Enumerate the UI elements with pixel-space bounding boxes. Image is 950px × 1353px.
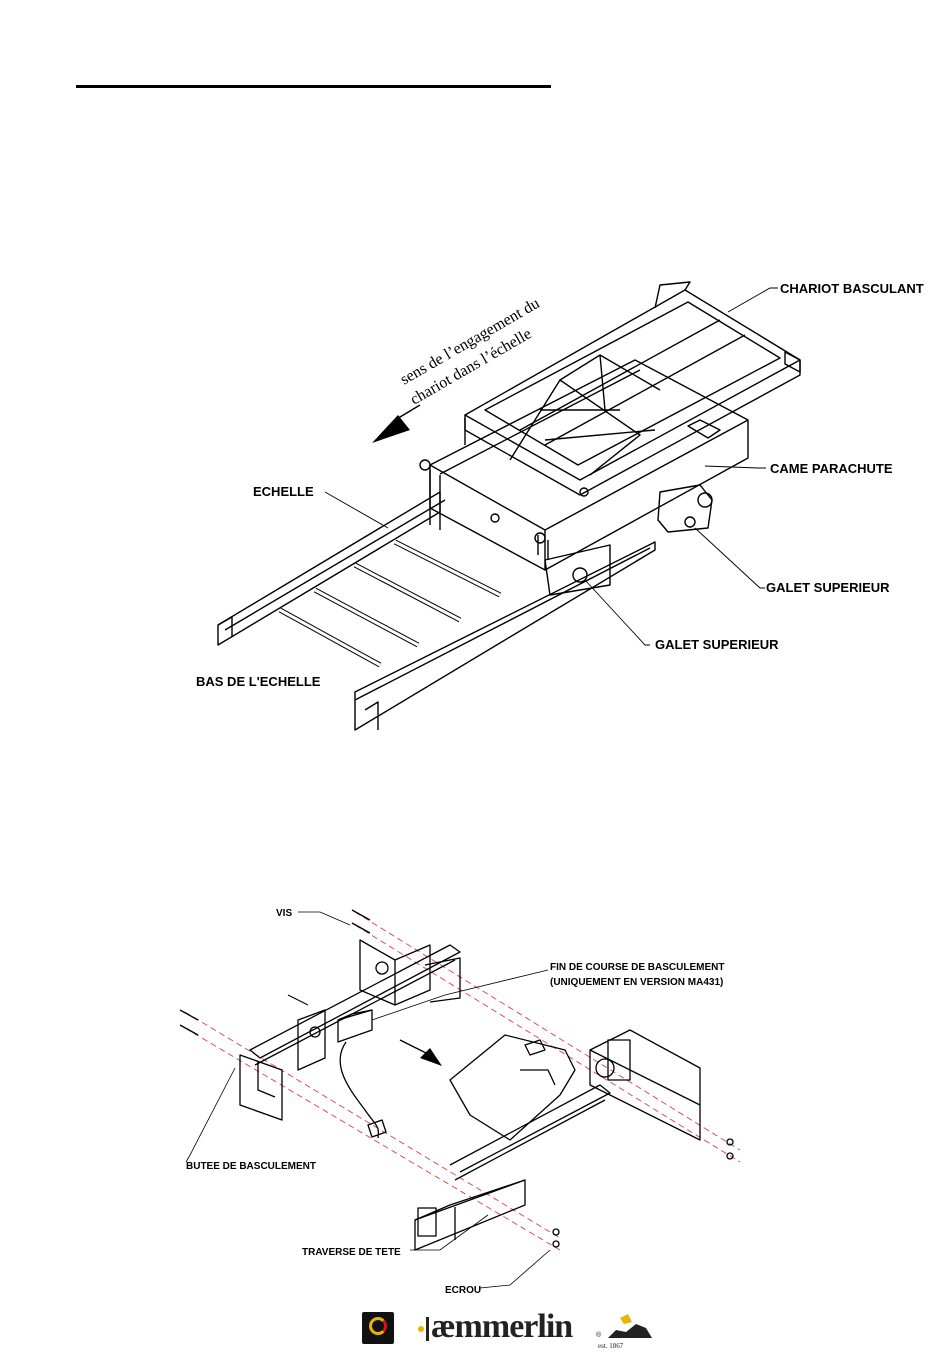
direction-arrow-icon bbox=[372, 415, 410, 443]
label-galet-superieur-right: GALET SUPERIEUR bbox=[766, 580, 890, 595]
label-butee-de-basculement: BUTEE DE BASCULEMENT bbox=[186, 1161, 316, 1172]
header-rule bbox=[76, 85, 551, 88]
brand-dot-icon bbox=[418, 1326, 424, 1332]
brand-logo: æmmerlin bbox=[418, 1308, 572, 1346]
brand-name: æmmerlin bbox=[431, 1308, 572, 1345]
mascot-icon bbox=[606, 1312, 654, 1342]
footer: æmmerlin ® est. 1867 bbox=[0, 1308, 950, 1353]
movement-arrow-icon bbox=[420, 1048, 442, 1066]
group-logo bbox=[362, 1312, 394, 1344]
label-traverse-de-tete: TRAVERSE DE TETE bbox=[302, 1247, 401, 1258]
label-echelle: ECHELLE bbox=[253, 484, 314, 499]
label-fin-de-course-line2: (UNIQUEMENT EN VERSION MA431) bbox=[550, 977, 723, 988]
head-crossmember bbox=[415, 1180, 525, 1250]
label-chariot-basculant: CHARIOT BASCULANT bbox=[780, 281, 924, 296]
registered-mark: ® bbox=[596, 1332, 601, 1339]
label-bas-echelle: BAS DE L'ECHELLE bbox=[196, 674, 321, 689]
label-galet-superieur-left: GALET SUPERIEUR bbox=[655, 637, 779, 652]
label-ecrou: ECROU bbox=[445, 1285, 481, 1296]
figure-carriage-on-ladder: sens de l’engagement du chariot dans l’é… bbox=[0, 260, 950, 750]
limit-switch bbox=[338, 1010, 372, 1042]
tilt-plate bbox=[450, 1035, 575, 1140]
established-text: est. 1867 bbox=[598, 1342, 623, 1350]
figure-exploded-tilt-stop: VIS FIN DE COURSE DE BASCULEMENT (UNIQUE… bbox=[0, 890, 950, 1310]
upper-crossbar bbox=[250, 945, 460, 1058]
label-fin-de-course-line1: FIN DE COURSE DE BASCULEMENT bbox=[550, 962, 724, 973]
label-vis: VIS bbox=[276, 908, 292, 919]
label-came-parachute: CAME PARACHUTE bbox=[770, 461, 893, 476]
